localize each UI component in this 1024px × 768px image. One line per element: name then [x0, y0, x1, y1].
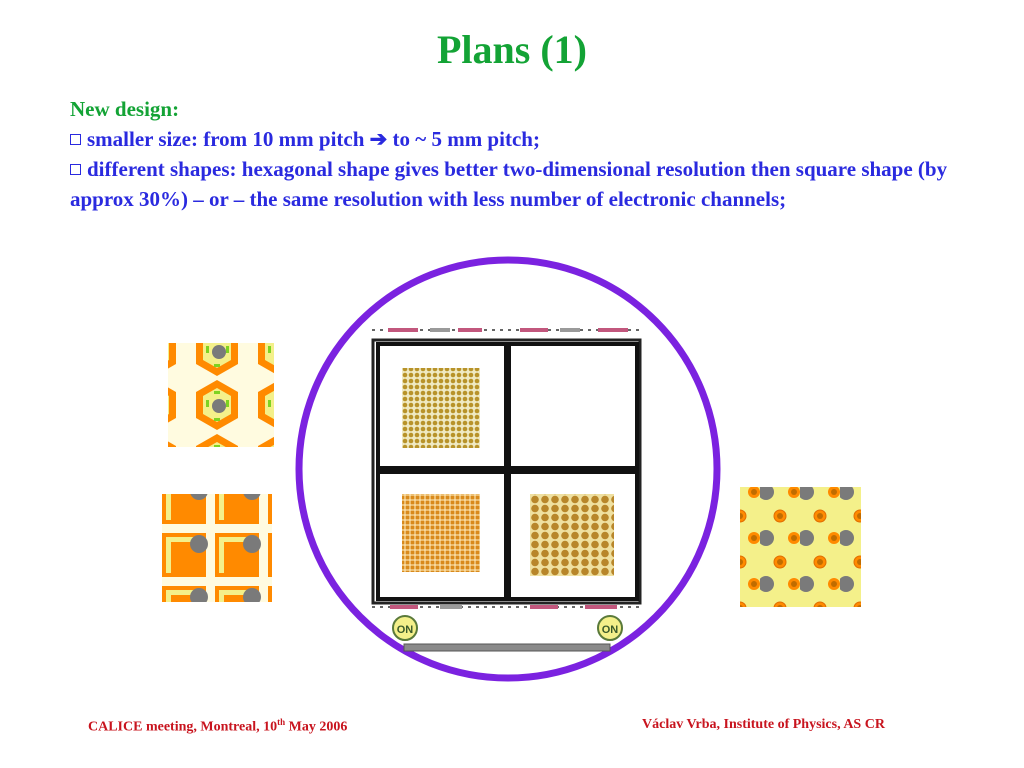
checkbox-bullet-icon [70, 134, 81, 145]
bullet-2-text: different shapes: hexagonal shape gives … [70, 157, 948, 211]
wafer-ring [295, 256, 721, 682]
alignment-strip-bottom [372, 605, 641, 609]
sensor-tile-grid [371, 338, 642, 605]
alignment-strip-top [372, 328, 641, 332]
footer-author: Václav Vrba, Institute of Physics, AS CR [642, 717, 885, 732]
bullet-1: smaller size: from 10 mm pitch ➔ to ~ 5 … [70, 124, 970, 154]
slide-title: Plans (1) [437, 27, 587, 72]
square-pixel-matrix [402, 494, 480, 572]
hexagonal-dot-pad-inset [740, 487, 861, 607]
large-hex-pixel-matrix [530, 494, 614, 576]
checkbox-bullet-icon [70, 164, 81, 175]
hex-pixel-matrix [402, 368, 480, 448]
right-arrow-icon: ➔ [369, 127, 388, 151]
mounting-bar [403, 643, 611, 652]
footer-meeting: CALICE meeting, Montreal, 10th May 2006 [88, 717, 348, 735]
on-logo-right: ON [597, 615, 623, 641]
on-logo-left: ON [392, 615, 418, 641]
lead-text: New design: [70, 97, 180, 121]
hexagonal-pad-inset [168, 343, 274, 447]
svg-text:ON: ON [602, 624, 619, 636]
svg-text:ON: ON [397, 624, 414, 636]
bullet-1-text-b: to ~ 5 mm pitch; [392, 127, 540, 151]
slide-body: New design: smaller size: from 10 mm pit… [70, 94, 970, 214]
bullet-2: different shapes: hexagonal shape gives … [70, 154, 970, 214]
square-pad-inset [162, 494, 272, 602]
bullet-1-text-a: smaller size: from 10 mm pitch [87, 127, 365, 151]
